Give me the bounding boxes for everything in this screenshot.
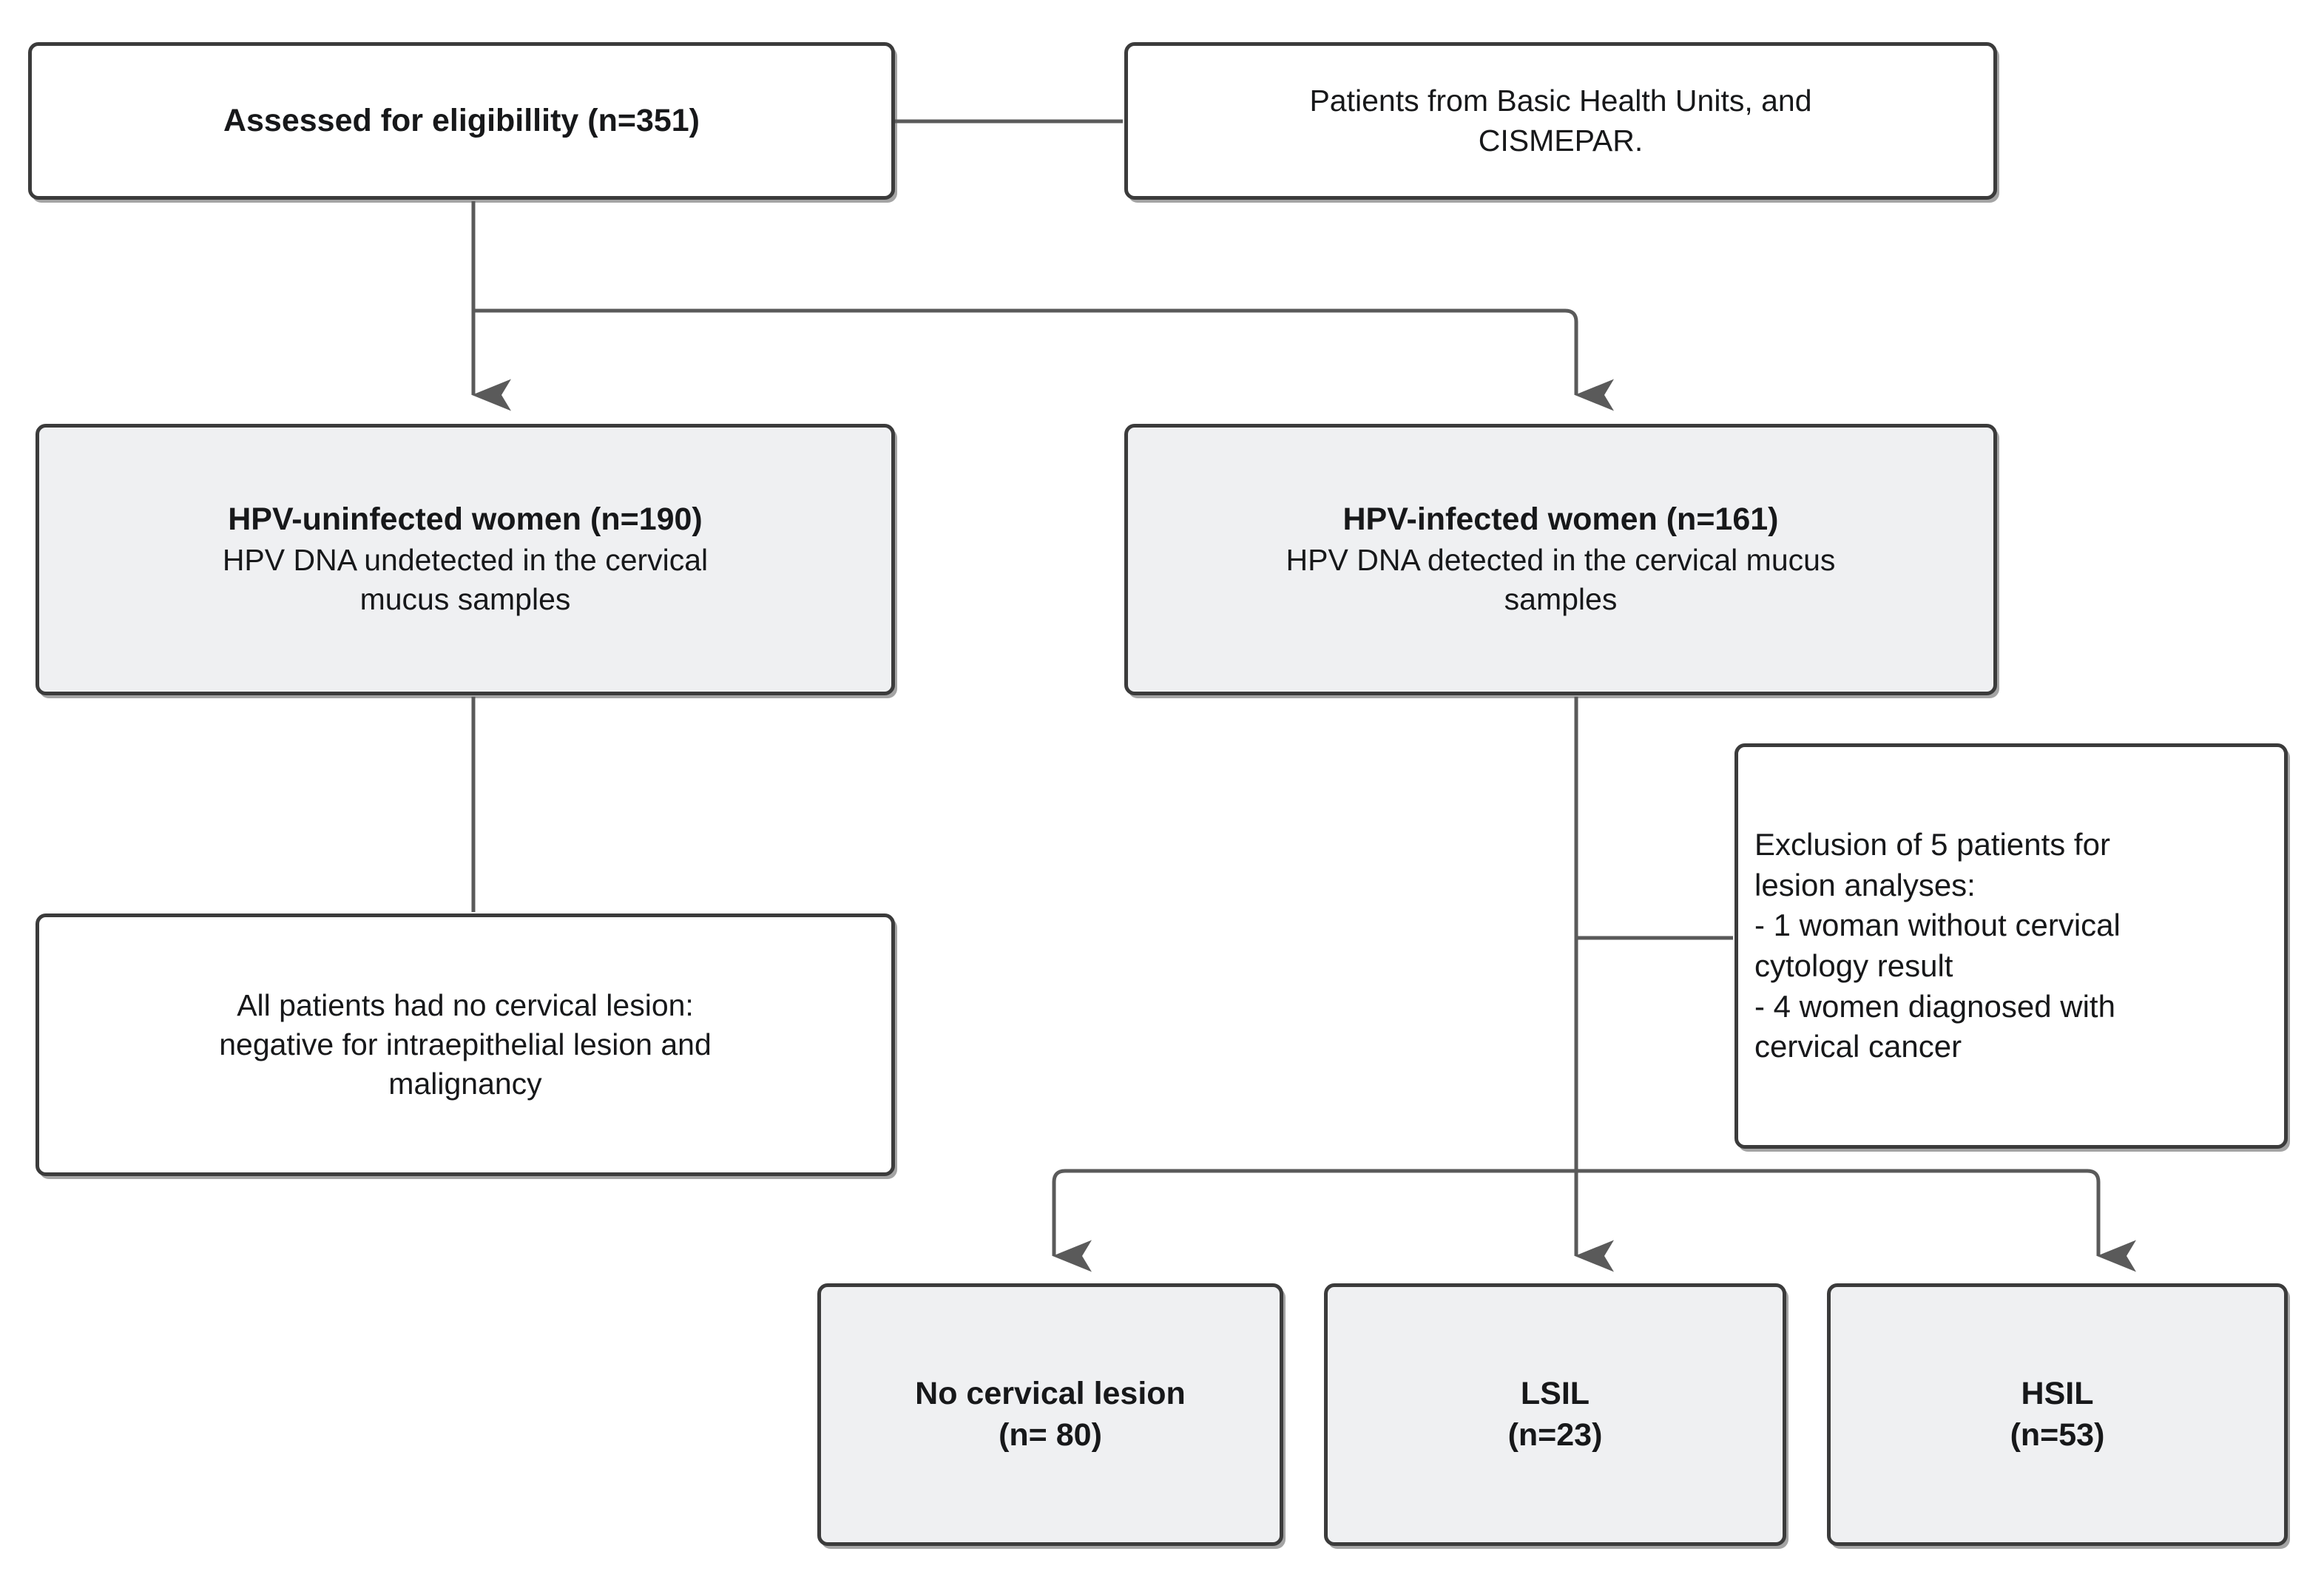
node-exclusion-of-patients[interactable]: Exclusion of 5 patients for lesion analy…: [1734, 743, 2288, 1149]
node-all-patients-no-cervical-lesion[interactable]: All patients had no cervical lesion: neg…: [36, 913, 895, 1176]
uninfected-detail-line-2: mucus samples: [359, 582, 571, 617]
source-line-1: Patients from Basic Health Units, and: [1309, 84, 1812, 118]
uninfected-detail-line-1: HPV DNA undetected in the cervical: [222, 543, 709, 578]
outcome-2-label: HSIL: [2021, 1375, 2094, 1411]
exclusion-line-6: cervical cancer: [1754, 1029, 1962, 1064]
infected-detail-line-1: HPV DNA detected in the cervical mucus: [1286, 543, 1836, 578]
no-lesion-line-3: malignancy: [388, 1067, 542, 1101]
node-outcome-lsil[interactable]: LSIL (n=23): [1324, 1283, 1786, 1546]
node-patient-source[interactable]: Patients from Basic Health Units, and CI…: [1124, 42, 1997, 200]
exclusion-line-4: cytology result: [1754, 948, 1953, 983]
exclusion-line-3: - 1 woman without cervical: [1754, 908, 2121, 943]
exclusion-line-2: lesion analyses:: [1754, 867, 1976, 902]
edge-to-outcome-left: [1052, 1169, 1092, 1272]
node-hpv-infected-women[interactable]: HPV-infected women (n=161) HPV DNA detec…: [1124, 424, 1997, 695]
infected-detail-line-2: samples: [1504, 582, 1618, 617]
uninfected-title: HPV-uninfected women (n=190): [228, 501, 703, 538]
outcome-0-count: (n= 80): [999, 1416, 1102, 1453]
node-outcome-no-cervical-lesion[interactable]: No cervical lesion (n= 80): [817, 1283, 1283, 1546]
assessed-label: Assessed for eligibillity (n=351): [223, 102, 700, 138]
node-hpv-uninfected-women[interactable]: HPV-uninfected women (n=190) HPV DNA und…: [36, 424, 895, 695]
source-line-2: CISMEPAR.: [1478, 123, 1644, 158]
node-assessed-for-eligibility[interactable]: Assessed for eligibillity (n=351): [28, 42, 895, 200]
no-lesion-line-2: negative for intraepithelial lesion and: [219, 1027, 712, 1061]
outcome-0-label: No cervical lesion: [915, 1375, 1186, 1411]
exclusion-line-1: Exclusion of 5 patients for: [1754, 827, 2110, 862]
node-outcome-hsil[interactable]: HSIL (n=53): [1827, 1283, 2288, 1546]
edge-split-bar-top: [473, 308, 1614, 411]
exclusion-line-5: - 4 women diagnosed with: [1754, 988, 2115, 1024]
infected-title: HPV-infected women (n=161): [1342, 501, 1779, 538]
no-lesion-line-1: All patients had no cervical lesion:: [237, 987, 694, 1022]
edge-to-outcome-right: [2087, 1169, 2136, 1272]
outcome-2-count: (n=53): [2010, 1416, 2105, 1453]
outcome-1-label: LSIL: [1520, 1375, 1590, 1411]
outcome-1-count: (n=23): [1507, 1416, 1603, 1453]
